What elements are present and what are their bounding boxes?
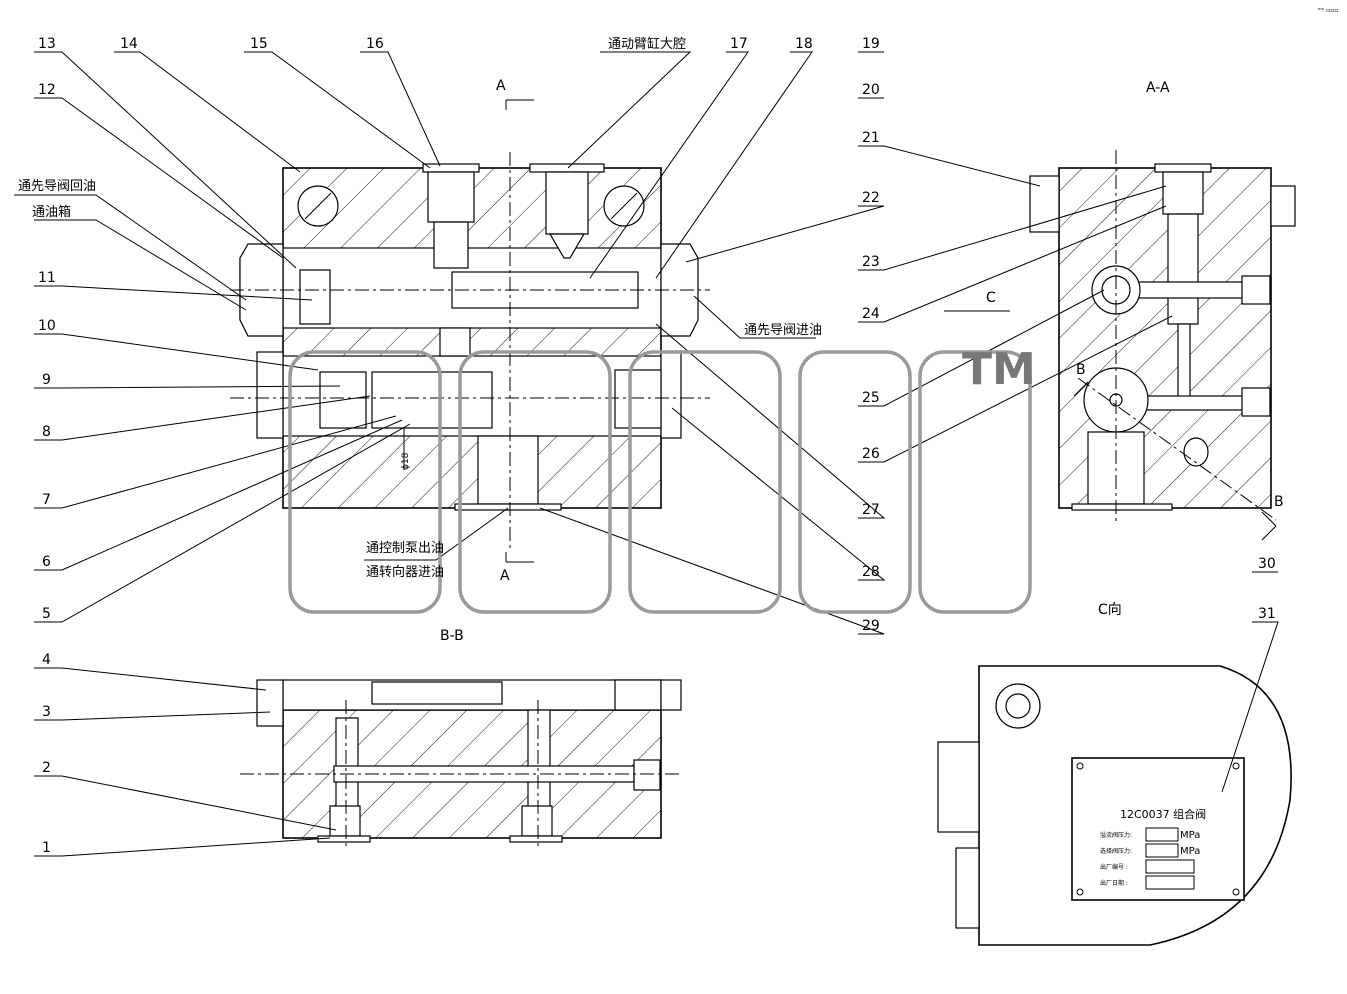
nameplate-date-label: 出厂日期 : — [1100, 879, 1128, 887]
part-number-labels: 13 12 14 15 16 17 18 11 10 9 8 7 6 5 4 3… — [38, 36, 1276, 856]
part-label-27: 27 — [862, 502, 880, 518]
view-bb-title: B-B — [440, 628, 464, 644]
part-label-10: 10 — [38, 318, 56, 334]
part-label-25: 25 — [862, 390, 880, 406]
section-b-bottom-label: B — [1274, 494, 1284, 510]
section-b-top-label: B — [1076, 362, 1086, 378]
view-c — [937, 665, 1292, 946]
part-label-5: 5 — [42, 606, 51, 622]
part-label-21: 21 — [862, 130, 880, 146]
section-a-top-label: A — [496, 78, 506, 94]
part-label-15: 15 — [250, 36, 268, 52]
part-label-12: 12 — [38, 82, 56, 98]
nameplate-select-label: 选择阀压力: — [1100, 847, 1132, 855]
main-section-view — [230, 99, 710, 563]
annotation-pilot-return: 通先导阀回油 — [18, 179, 96, 194]
corner-mark: ᵉᵐ ▫▫▫ — [1318, 7, 1338, 14]
view-aa-title: A-A — [1146, 80, 1170, 96]
annotation-pump-outlet: 通控制泵出油 — [366, 541, 444, 556]
part-label-7: 7 — [42, 492, 51, 508]
part-label-18: 18 — [795, 36, 813, 52]
part-label-30: 30 — [1258, 556, 1276, 572]
annotation-pilot-inlet: 通先导阀进油 — [744, 323, 822, 338]
part-label-14: 14 — [120, 36, 138, 52]
part-label-24: 24 — [862, 306, 880, 322]
part-label-4: 4 — [42, 652, 51, 668]
part-label-1: 1 — [42, 840, 51, 856]
part-label-6: 6 — [42, 554, 51, 570]
part-label-16: 16 — [366, 36, 384, 52]
section-bb-view — [240, 679, 682, 850]
part-label-13: 13 — [38, 36, 56, 52]
nameplate-select-unit: MPa — [1180, 846, 1200, 857]
part-label-3: 3 — [42, 704, 51, 720]
part-label-22: 22 — [862, 190, 880, 206]
view-labels: A A A-A B-B C C向 B B — [440, 78, 1284, 644]
part-label-8: 8 — [42, 424, 51, 440]
part-label-31: 31 — [1258, 606, 1276, 622]
view-c-arrow-label: C — [986, 290, 996, 306]
part-label-17: 17 — [730, 36, 748, 52]
annotation-to-boom-cylinder: 通动臂缸大腔 — [608, 36, 686, 52]
nameplate-serial-label: 出厂编号 : — [1100, 863, 1128, 871]
section-aa-view — [944, 150, 1296, 541]
annotation-diameter: ϕ18 — [401, 452, 411, 470]
part-label-11: 11 — [38, 270, 56, 286]
nameplate: 12C0037 组合阀 溢流阀压力: MPa 选择阀压力: MPa 出厂编号 :… — [1100, 807, 1206, 887]
part-label-28: 28 — [862, 564, 880, 580]
annotation-to-tank: 通油箱 — [32, 204, 71, 220]
section-a-bottom-label: A — [500, 568, 510, 584]
part-label-23: 23 — [862, 254, 880, 270]
part-label-26: 26 — [862, 446, 880, 462]
part-label-2: 2 — [42, 760, 51, 776]
annotation-labels: 通先导阀回油 通油箱 通动臂缸大腔 通先导阀进油 通控制泵出油 通转向器进油 ϕ… — [18, 36, 822, 580]
part-label-9: 9 — [42, 372, 51, 388]
watermark-tm: TM — [962, 344, 1036, 395]
annotation-steering-inlet: 通转向器进油 — [366, 564, 444, 580]
view-c-title: C向 — [1098, 602, 1122, 618]
nameplate-relief-unit: MPa — [1180, 830, 1200, 841]
nameplate-relief-label: 溢流阀压力: — [1100, 831, 1132, 839]
part-label-19: 19 — [862, 36, 880, 52]
part-label-20: 20 — [862, 82, 880, 98]
nameplate-model: 12C0037 组合阀 — [1120, 807, 1206, 821]
leader-lines — [14, 51, 1279, 857]
part-label-29: 29 — [862, 618, 880, 634]
watermark-logo: TM — [288, 344, 1036, 614]
